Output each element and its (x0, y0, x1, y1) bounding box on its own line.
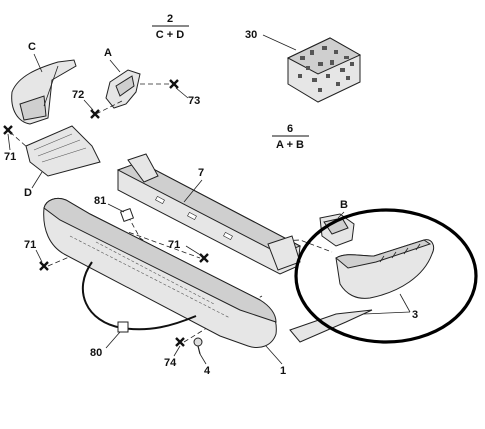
label-7: 7 (198, 167, 204, 179)
highlight-ellipse (294, 208, 478, 344)
label-71-left-top: 71 (4, 151, 16, 163)
part-1-bumper-skin: 1 (43, 197, 286, 377)
part-c-corner-bracket: C (11, 41, 77, 125)
label-72: 72 (72, 89, 84, 101)
kit-6-number: 6 (287, 123, 293, 135)
fastener-71-center: 71 (168, 239, 209, 263)
label-d: D (24, 187, 32, 199)
fastener-72: 72 (72, 89, 100, 119)
label-a: A (104, 47, 112, 59)
fastener-71-left-mid: 71 (24, 239, 49, 271)
kit-6-callout: 6 A + B (272, 123, 309, 151)
label-3: 3 (412, 309, 418, 321)
part-b-bracket: B (319, 199, 355, 247)
fastener-74: 74 (164, 337, 185, 369)
label-c: C (28, 41, 36, 53)
label-73: 73 (188, 95, 200, 107)
part-3-corner-trim: 3 (289, 239, 435, 343)
part-81-clip: 81 (94, 195, 135, 223)
label-30: 30 (245, 29, 257, 41)
label-1: 1 (280, 365, 286, 377)
label-74: 74 (164, 357, 177, 369)
kit-2-number: 2 (167, 13, 173, 25)
label-71-center: 71 (168, 239, 180, 251)
label-81: 81 (94, 195, 106, 207)
part-80-harness: 80 (81, 261, 197, 359)
kit-2-callout: 2 C + D (152, 13, 189, 41)
part-4-screw: 4 (193, 337, 211, 377)
part-d-cover: D (24, 125, 101, 199)
fastener-71-left-top: 71 (3, 125, 16, 163)
label-4: 4 (204, 365, 211, 377)
fastener-73: 73 (169, 79, 200, 107)
label-80: 80 (90, 347, 102, 359)
kit-6-components: A + B (276, 139, 304, 151)
part-a-bracket: A (104, 47, 141, 109)
kit-2-components: C + D (156, 29, 184, 41)
label-b: B (340, 199, 348, 211)
clip-kit-box: 30 (245, 29, 362, 103)
label-71-left-mid: 71 (24, 239, 36, 251)
part-7-reinforcement-beam: 7 (116, 153, 302, 275)
